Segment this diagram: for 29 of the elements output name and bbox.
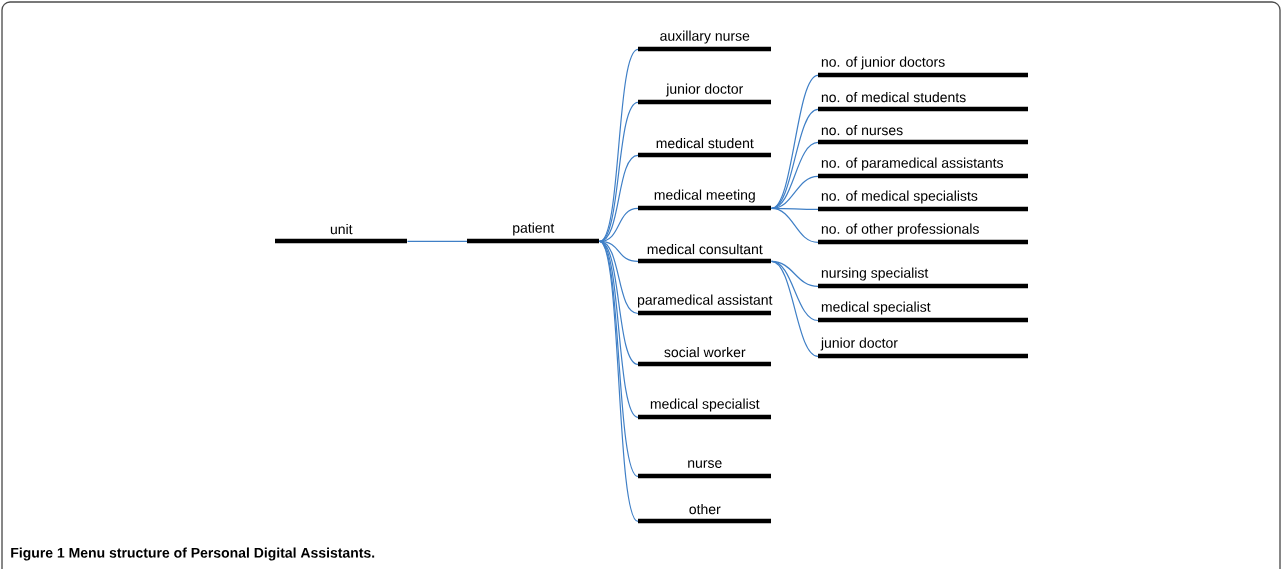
menu-item: unit (275, 223, 407, 244)
menu-item: no. of paramedical assistants (818, 157, 1028, 179)
menu-item: paramedical assistant (637, 294, 773, 316)
menu-item: medical specialist (818, 301, 1028, 323)
menu-item: medical specialist (638, 398, 771, 420)
connector-line (598, 154, 639, 243)
menu-item: other (638, 503, 771, 524)
menu-item: no. of medical specialists (818, 190, 1028, 212)
menu-item: medical consultant (638, 243, 771, 264)
connector-line (406, 240, 468, 243)
connector-line (770, 207, 819, 244)
menu-item: auxillary nurse (638, 30, 771, 52)
menu-item: social worker (638, 346, 771, 367)
connector-line (770, 260, 819, 358)
menu-item: no. of junior doctors (818, 56, 1028, 78)
connector-line (598, 240, 639, 478)
menu-item: nurse (638, 460, 771, 479)
menu-item: medical meeting (638, 189, 771, 211)
connector-line (770, 141, 819, 210)
figure-caption: Figure 1 Menu structure of Personal Digital Assistants. (11, 547, 375, 561)
menu-item: patient (467, 222, 599, 244)
menu-item: junior doctor (818, 337, 1028, 359)
menu-item: no. of nurses (818, 124, 1028, 145)
menu-item: nursing specialist (818, 267, 1028, 289)
connector-line (598, 240, 639, 523)
menu-item: medical student (638, 137, 771, 158)
menu-item: junior doctor (638, 83, 771, 105)
menu-item: no. of other professionals (818, 223, 1028, 245)
menu-item: no. of medical students (818, 91, 1028, 112)
